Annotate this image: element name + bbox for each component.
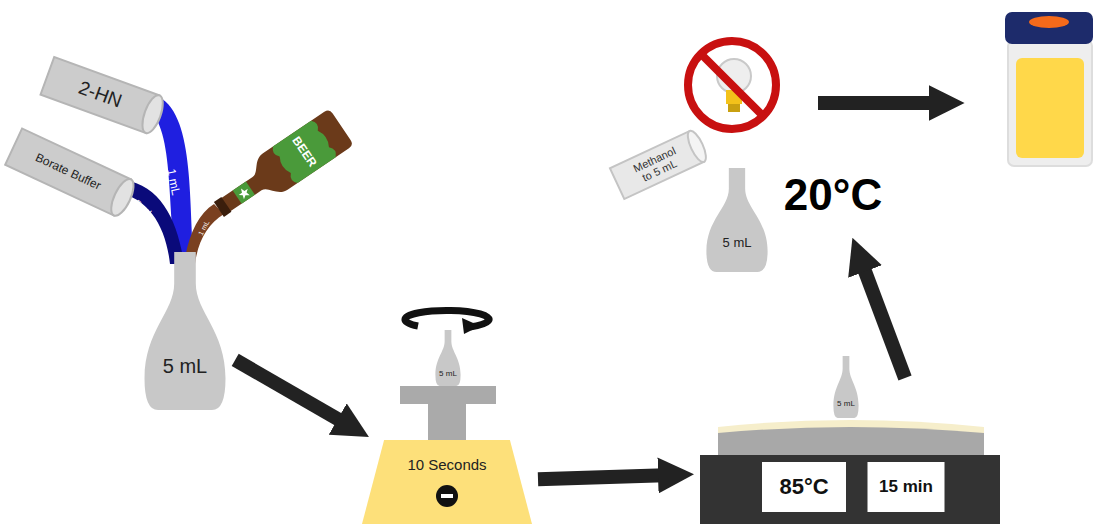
mixer-base <box>362 440 532 524</box>
hot-plate-outline <box>700 415 1000 524</box>
flask-outline <box>434 330 462 386</box>
flask-node: 5 mL <box>140 252 230 410</box>
temperature-label: 20°C <box>784 171 882 219</box>
reagent-label: .5 mL <box>130 196 156 221</box>
volume-label: 5 mL <box>723 236 752 250</box>
plate-surface <box>718 420 984 457</box>
step-arrow <box>860 258 905 378</box>
step-arrow <box>818 96 943 110</box>
volume-label: 5 mL <box>163 355 207 377</box>
setting-box: 85°C <box>762 462 846 512</box>
flask-outline <box>832 356 860 418</box>
flask-node: 5 mL <box>832 356 860 418</box>
reagent-label: BEER <box>289 134 319 169</box>
no-light-sign <box>688 41 776 129</box>
setting-box: 15 min <box>868 462 945 512</box>
volume-label: 5 mL <box>837 400 855 409</box>
storage-jar <box>1005 12 1093 166</box>
volume-label: 10 Seconds <box>407 457 486 474</box>
flask-outline <box>140 252 230 410</box>
flask-shape <box>706 168 767 272</box>
icon-bar <box>441 494 453 498</box>
flask-shape <box>833 356 858 418</box>
plate-body <box>718 427 984 457</box>
flask-outline <box>703 168 771 272</box>
plate-base <box>700 455 1000 524</box>
process-arrow <box>235 360 350 426</box>
flask-shape <box>435 330 460 386</box>
mixer-stem <box>428 402 466 442</box>
mixer-cup <box>400 386 496 404</box>
beer-bottle <box>207 108 354 227</box>
reagent-label: 1 mL <box>164 168 182 197</box>
reagent-label: 2-HN <box>76 78 125 113</box>
reagent-tube <box>41 57 167 136</box>
reagent-label: Borate Buffer <box>33 151 102 193</box>
swirl-arrowhead <box>462 318 480 334</box>
process-arrow <box>538 475 672 479</box>
reagent-label: Methanol to 5 mL <box>627 142 688 188</box>
flask-node: 5 mL <box>434 330 462 386</box>
buffer-tube <box>5 129 138 219</box>
hot-plate: 85°C 15 min <box>700 415 1000 524</box>
mixer-base-outline <box>362 440 532 524</box>
stop-icon <box>435 484 459 508</box>
flask-shape <box>145 252 226 410</box>
volume-label: 5 mL <box>439 369 457 378</box>
methanol-tube <box>610 128 710 199</box>
reagent-label: 1 mL <box>197 219 211 236</box>
flask-node: 5 mL <box>703 168 771 272</box>
vortex-mixer: 10 Seconds <box>362 440 532 524</box>
icon-disc <box>436 485 458 507</box>
